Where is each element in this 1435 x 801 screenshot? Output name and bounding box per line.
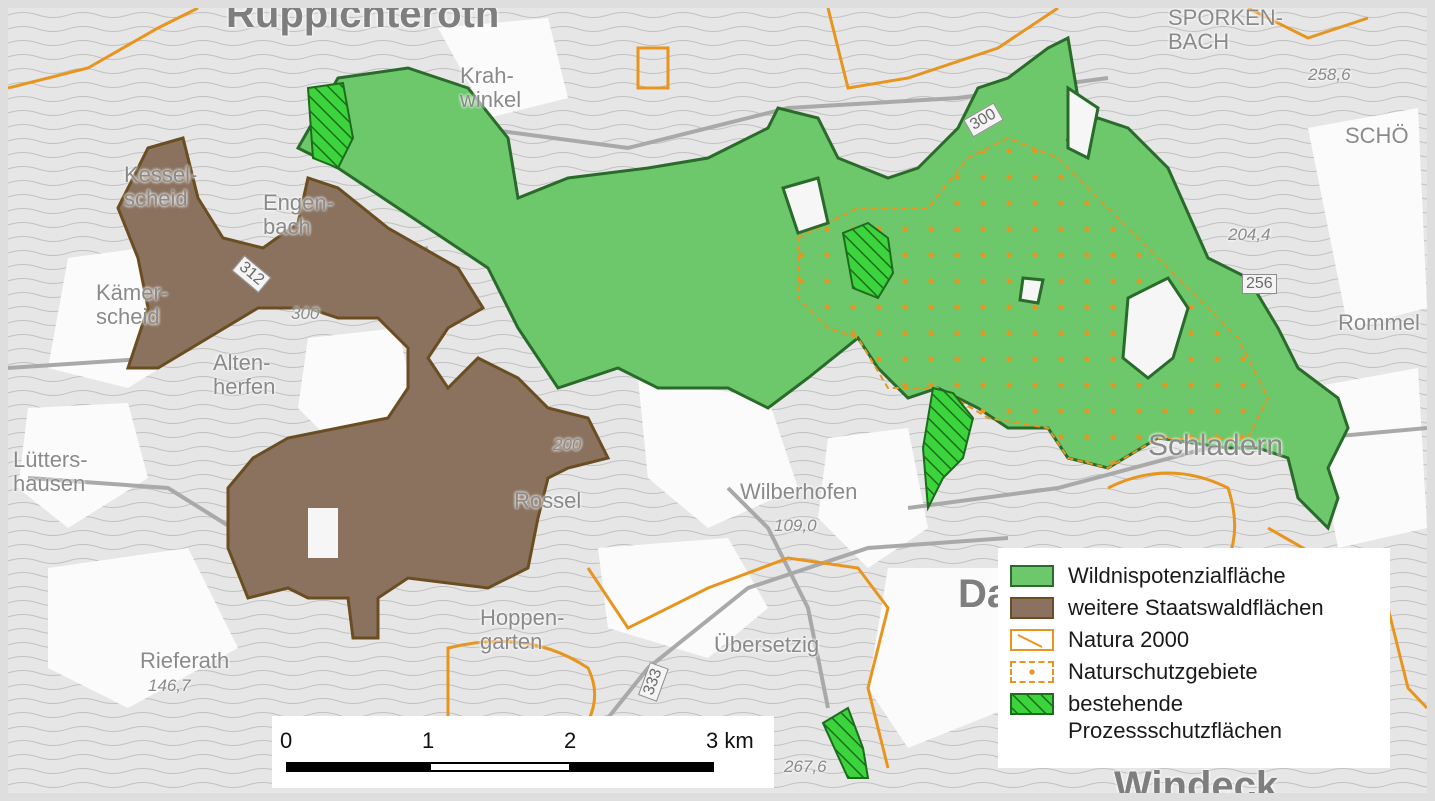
legend-label: bestehende Prozessschutzflächen <box>1068 691 1282 743</box>
legend-label: weitere Staatswaldflächen <box>1068 595 1324 620</box>
place-label: Windeck <box>1114 764 1279 793</box>
place-label: Rommel <box>1338 310 1420 335</box>
place-label: Kessel- scheid <box>124 162 198 211</box>
place-label: Rossel <box>514 488 582 513</box>
place-label: SPORKEN- BACH <box>1168 8 1283 54</box>
place-label: Alten- herfen <box>213 350 276 399</box>
naturschutz-swatch-icon <box>1010 661 1054 683</box>
legend-item-staatswald: weitere Staatswaldflächen <box>1010 594 1378 626</box>
scale-segment <box>571 762 714 772</box>
place-label: Wilberhofen <box>740 479 858 504</box>
legend-label: Natura 2000 <box>1068 627 1190 652</box>
place-label: Kämer- scheid <box>96 280 169 329</box>
place-label: Lütters- hausen <box>13 447 88 496</box>
scale-segment <box>429 762 571 772</box>
staatswald-gap <box>308 508 338 558</box>
legend-item-naturschutz: Naturschutzgebiete <box>1010 658 1378 690</box>
scale-segment <box>286 762 429 772</box>
scale-tick-label: 2 <box>564 728 577 753</box>
elevation-label: 258,6 <box>1308 65 1351 84</box>
elevation-label: 200 <box>553 435 582 454</box>
place-label: Ruppichteroth <box>226 8 500 36</box>
prozess-swatch-icon <box>1010 693 1054 715</box>
scale-tick-label: 3 km <box>706 728 754 753</box>
elevation-label: 146,7 <box>148 676 191 695</box>
wildnis-swatch-icon <box>1010 565 1054 587</box>
legend-item-prozess: bestehende Prozessschutzflächen <box>1010 690 1378 752</box>
map-legend: Wildnispotenzialfläche weitere Staatswal… <box>998 548 1390 768</box>
legend-label: Wildnispotenzialfläche <box>1068 563 1286 588</box>
place-label: Hoppen- garten <box>480 605 565 654</box>
legend-item-wildnis: Wildnispotenzialfläche <box>1010 562 1378 594</box>
place-label: SCHÖ <box>1345 123 1409 148</box>
place-label: Krah- winkel <box>460 63 522 112</box>
natura-swatch-icon <box>1010 629 1054 651</box>
elevation-label: 204,4 <box>1228 225 1271 244</box>
place-label: Rieferath <box>140 648 230 673</box>
elevation-label: 109,0 <box>774 516 817 535</box>
map-svg <box>8 8 1427 793</box>
legend-item-natura: Natura 2000 <box>1010 626 1378 658</box>
scale-tick-label: 1 <box>422 728 435 753</box>
road-number: 256 <box>1242 274 1277 294</box>
staatswald-swatch-icon <box>1010 597 1054 619</box>
prozess-polygons <box>306 81 975 779</box>
elevation-label: 267,6 <box>784 757 827 776</box>
wildnis-holes <box>781 85 1190 380</box>
place-label: Übersetzig <box>714 632 820 657</box>
place-label: Engen- bach <box>263 190 334 239</box>
scale-tick-label: 0 <box>280 728 293 753</box>
map-canvas[interactable]: Ruppichteroth SPORKEN- BACH Krah- winkel… <box>8 8 1427 793</box>
legend-label: Naturschutzgebiete <box>1068 659 1258 684</box>
place-label: Schladern <box>1148 429 1284 462</box>
elevation-label: 300 <box>291 304 320 323</box>
scale-bar: 0 1 2 3 km <box>272 716 774 788</box>
